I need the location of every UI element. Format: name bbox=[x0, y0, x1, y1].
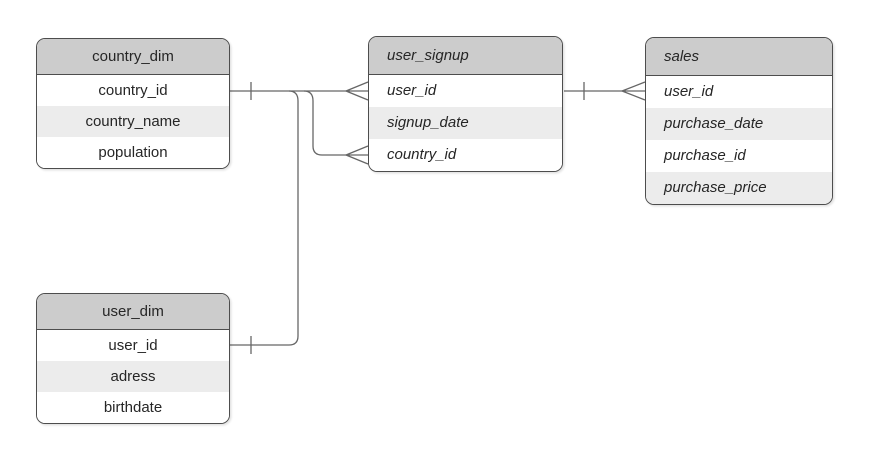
field-row[interactable]: country_id bbox=[37, 75, 229, 106]
field-row[interactable]: birthdate bbox=[37, 392, 229, 423]
field-row[interactable]: user_id bbox=[646, 76, 832, 108]
crow-foot-many-icon bbox=[345, 81, 369, 101]
field-row[interactable]: signup_date bbox=[369, 107, 562, 139]
field-row[interactable]: purchase_price bbox=[646, 172, 832, 204]
table-user-dim[interactable]: user_dim user_id adress birthdate bbox=[36, 293, 230, 424]
table-title[interactable]: country_dim bbox=[37, 39, 229, 75]
field-row[interactable]: purchase_id bbox=[646, 140, 832, 172]
crow-foot-many-icon bbox=[345, 145, 369, 165]
field-row[interactable]: user_id bbox=[37, 330, 229, 361]
field-row[interactable]: country_name bbox=[37, 106, 229, 137]
crow-foot-many-icon bbox=[621, 81, 646, 101]
connector-branch-line[interactable] bbox=[303, 90, 346, 156]
field-row[interactable]: purchase_date bbox=[646, 108, 832, 140]
connector-line[interactable] bbox=[230, 90, 299, 346]
field-row[interactable]: user_id bbox=[369, 75, 562, 107]
field-row[interactable]: country_id bbox=[369, 139, 562, 171]
relationship-user-signup-to-sales[interactable] bbox=[564, 81, 646, 101]
table-title[interactable]: sales bbox=[646, 38, 832, 76]
table-country-dim[interactable]: country_dim country_id country_name popu… bbox=[36, 38, 230, 169]
table-sales[interactable]: sales user_id purchase_date purchase_id … bbox=[645, 37, 833, 205]
relationship-country-dim-to-user-signup[interactable] bbox=[230, 81, 369, 165]
table-title[interactable]: user_signup bbox=[369, 37, 562, 75]
field-row[interactable]: adress bbox=[37, 361, 229, 392]
table-user-signup[interactable]: user_signup user_id signup_date country_… bbox=[368, 36, 563, 172]
relationship-user-dim-to-user-signup[interactable] bbox=[230, 90, 299, 354]
table-title[interactable]: user_dim bbox=[37, 294, 229, 330]
field-row[interactable]: population bbox=[37, 137, 229, 168]
